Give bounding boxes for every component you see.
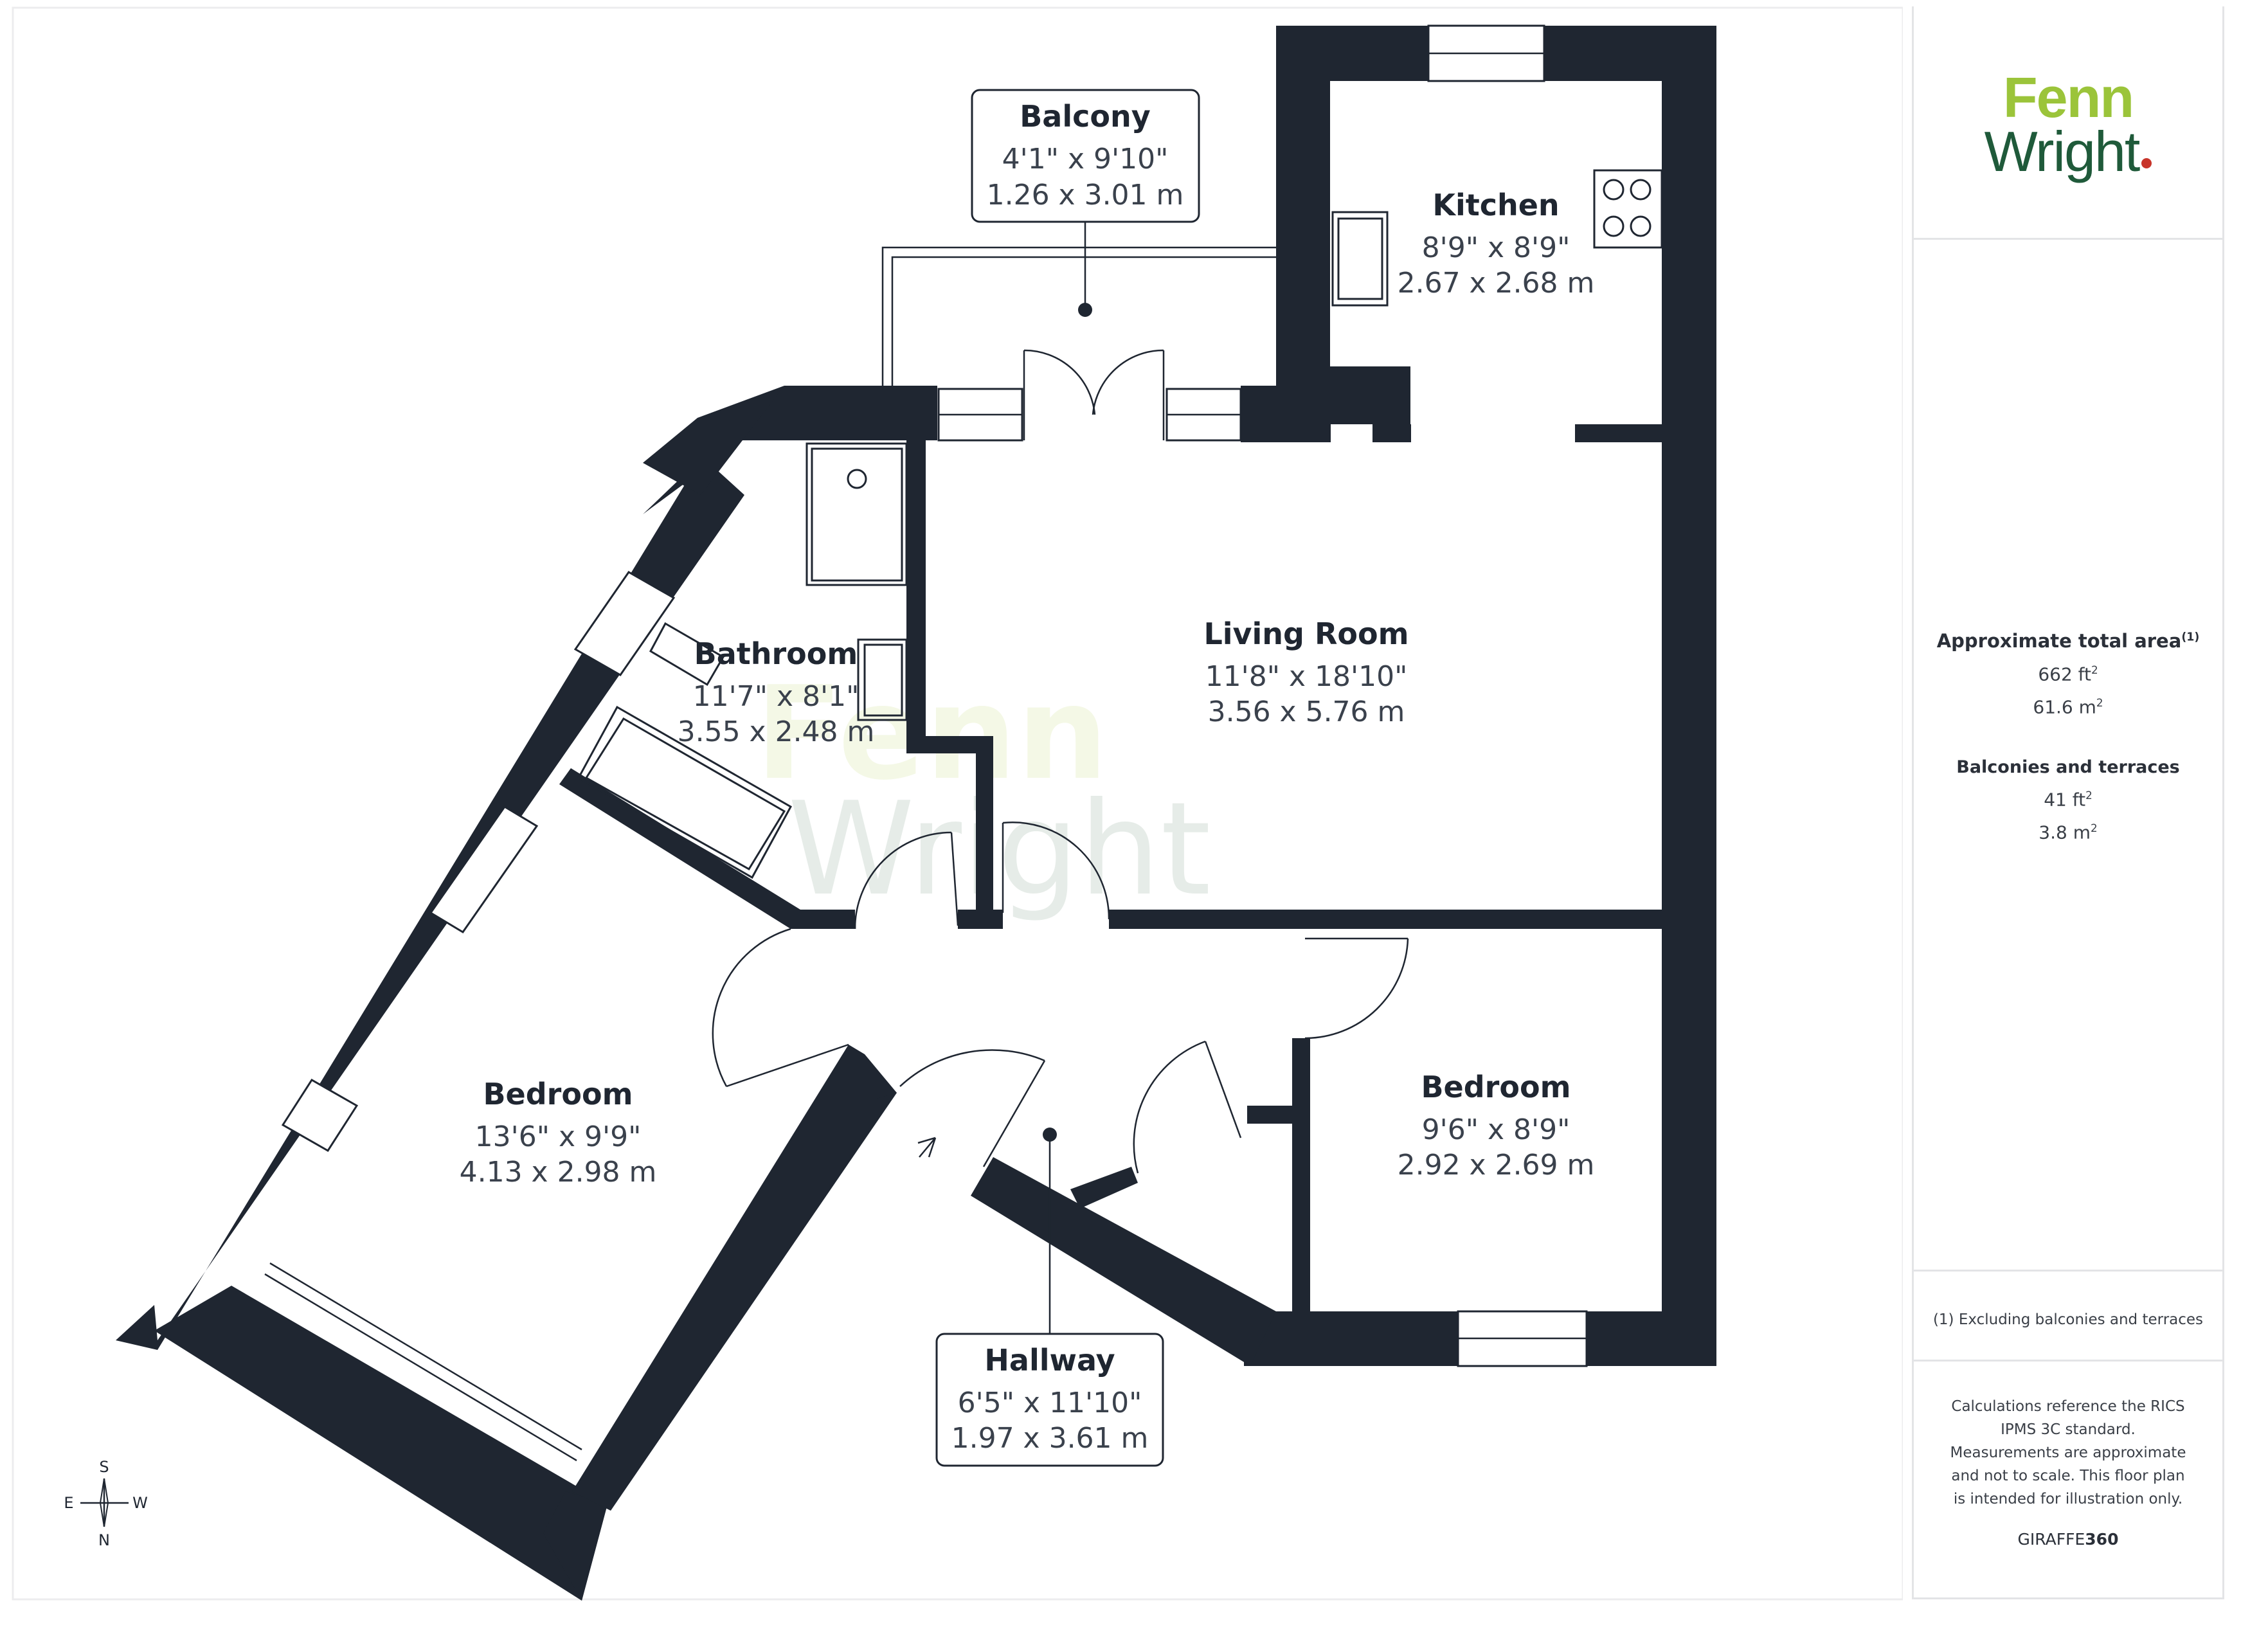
watermark: Fenn Wright	[755, 659, 1211, 924]
sidebar-divider	[1914, 1270, 2222, 1272]
wall-diagonal-stub	[1070, 1167, 1138, 1209]
windows	[281, 24, 1588, 1367]
wall-kitchen-west	[1276, 26, 1330, 395]
kitchen-sink	[1331, 211, 1389, 307]
watermark-wright: Wright	[788, 775, 1211, 924]
wall-nw-thick	[643, 386, 784, 495]
wall-bed1-south	[572, 1045, 897, 1511]
hallway-metric: 1.97 x 3.61 m	[951, 1422, 1149, 1455]
floor-plan: Fenn Wright	[12, 6, 1903, 1601]
sidebar-divider	[1914, 1360, 2222, 1362]
wall-kitchen-nib-a	[1330, 366, 1410, 424]
living-room-imperial: 11'8" x 18'10"	[1205, 660, 1408, 693]
compass-label-right: W	[132, 1494, 148, 1512]
room-label-hallway: Hallway 6'5" x 11'10" 1.97 x 3.61 m	[935, 1128, 1164, 1467]
page-frame	[12, 6, 1903, 1601]
wall-diagonal-south	[971, 1157, 1276, 1366]
giraffe360-brand: GIRAFFE360	[1914, 1530, 2222, 1549]
balcony-metric: 1.26 x 3.01 m	[987, 179, 1184, 211]
wall-bed1-west	[154, 1286, 608, 1601]
brand-suffix: 360	[2085, 1530, 2119, 1549]
room-label-living-room: Living Room 11'8" x 18'10" 3.56 x 5.76 m	[1203, 616, 1408, 728]
window-bathroom	[573, 571, 676, 676]
bedroom-2-imperial: 9'6" x 8'9"	[1422, 1113, 1571, 1146]
bathroom-name: Bathroom	[694, 636, 858, 671]
toilet	[649, 622, 725, 687]
brand-logo: Fenn Wright	[1914, 66, 2222, 195]
room-label-kitchen: Kitchen 8'9" x 8'9" 2.67 x 2.68 m	[1398, 188, 1595, 300]
living-room-metric: 3.56 x 5.76 m	[1208, 696, 1405, 728]
watermark-fenn: Fenn	[755, 659, 1108, 809]
bedroom-2-metric: 2.92 x 2.69 m	[1398, 1149, 1595, 1182]
bathroom-fixtures	[577, 442, 908, 879]
wall-hall-nib	[958, 910, 1003, 929]
living-room-name: Living Room	[1203, 616, 1408, 651]
wall-north-living	[1241, 386, 1331, 442]
wall-north-corner	[643, 386, 820, 514]
total-area-imperial: 662 ft	[2038, 663, 2091, 685]
walls	[116, 26, 1716, 1601]
balconies-block: Balconies and terraces 41 ft2 3.8 m2	[1914, 757, 2222, 843]
bedroom-1-metric: 4.13 x 2.98 m	[460, 1156, 657, 1189]
wall-diagonal-nw	[116, 456, 744, 1350]
shower-tray	[806, 442, 908, 586]
wall-bed2-nib	[1247, 1106, 1295, 1124]
compass-label-left: E	[64, 1494, 73, 1512]
doors	[712, 349, 1409, 1174]
room-label-bedroom-2: Bedroom 9'6" x 8'9" 2.92 x 2.69 m	[1398, 1070, 1595, 1182]
bedroom-1-wardrobe	[264, 1262, 582, 1462]
room-label-bathroom: Bathroom 11'7" x 8'1" 3.55 x 2.48 m	[678, 636, 875, 748]
hob	[1593, 169, 1663, 249]
info-sidebar: Fenn Wright Approximate total area(1) 66…	[1912, 6, 2224, 1599]
basin	[857, 638, 908, 721]
kitchen-name: Kitchen	[1432, 188, 1559, 222]
compass-rose: S E W N	[64, 1458, 147, 1549]
brand-prefix: GIRAFFE	[2017, 1530, 2085, 1549]
balcony-outline	[881, 246, 1276, 386]
total-area-metric: 61.6 m	[2033, 696, 2096, 718]
kitchen-imperial: 8'9" x 8'9"	[1422, 231, 1571, 264]
hallway-imperial: 6'5" x 11'10"	[958, 1387, 1142, 1419]
wall-bed2-west	[1292, 1038, 1310, 1315]
balcony-name: Balcony	[1020, 99, 1150, 134]
balconies-heading: Balconies and terraces	[1956, 757, 2180, 777]
room-label-balcony: Balcony 4'1" x 9'10" 1.26 x 3.01 m	[971, 89, 1200, 317]
wall-bath-step	[906, 736, 993, 926]
kitchen-fixtures	[1331, 169, 1663, 307]
bedroom-2-name: Bedroom	[1421, 1070, 1571, 1104]
wall-bath-living	[906, 440, 926, 736]
bedroom-1-name: Bedroom	[483, 1077, 633, 1111]
hallway-name: Hallway	[984, 1343, 1115, 1378]
sidebar-divider	[1914, 238, 2222, 240]
wall-diagonal-hall	[836, 1045, 897, 1099]
compass-label-top: S	[99, 1458, 109, 1476]
wall-kitchen-nib-c	[1575, 424, 1662, 442]
wall-kitchen-nib-b	[1372, 424, 1411, 442]
bathroom-imperial: 11'7" x 8'1"	[693, 680, 860, 713]
footnote: (1) Excluding balconies and terraces	[1932, 1311, 2204, 1328]
bedroom-1-imperial: 13'6" x 9'9"	[475, 1120, 642, 1153]
bathtub	[577, 705, 793, 879]
wall-living-bed2	[1109, 910, 1662, 929]
balconies-metric: 3.8 m	[2039, 822, 2091, 843]
balcony-imperial: 4'1" x 9'10"	[1002, 143, 1169, 175]
compass-label-bottom: N	[98, 1531, 110, 1549]
room-label-bedroom-1: Bedroom 13'6" x 9'9" 4.13 x 2.98 m	[460, 1077, 657, 1189]
balconies-imperial: 41 ft	[2044, 789, 2086, 811]
logo-dot-icon	[2141, 158, 2152, 168]
total-area-block: Approximate total area(1) 662 ft2 61.6 m…	[1936, 630, 2200, 718]
logo-fenn: Fenn	[2003, 66, 2134, 129]
total-area-note-ref: (1)	[2181, 631, 2200, 644]
disclaimer: Calculations reference the RICS IPMS 3C …	[1950, 1398, 2186, 1507]
wall-east	[1662, 26, 1716, 1366]
kitchen-metric: 2.67 x 2.68 m	[1398, 267, 1595, 300]
window-bed1-a	[429, 805, 539, 934]
window-bed1-b	[281, 1078, 359, 1153]
logo-wright: Wright	[1984, 120, 2141, 183]
total-area-heading: Approximate total area	[1936, 630, 2182, 652]
bathroom-metric: 3.55 x 2.48 m	[678, 715, 875, 748]
wall-bed1-southwest	[543, 1491, 608, 1601]
